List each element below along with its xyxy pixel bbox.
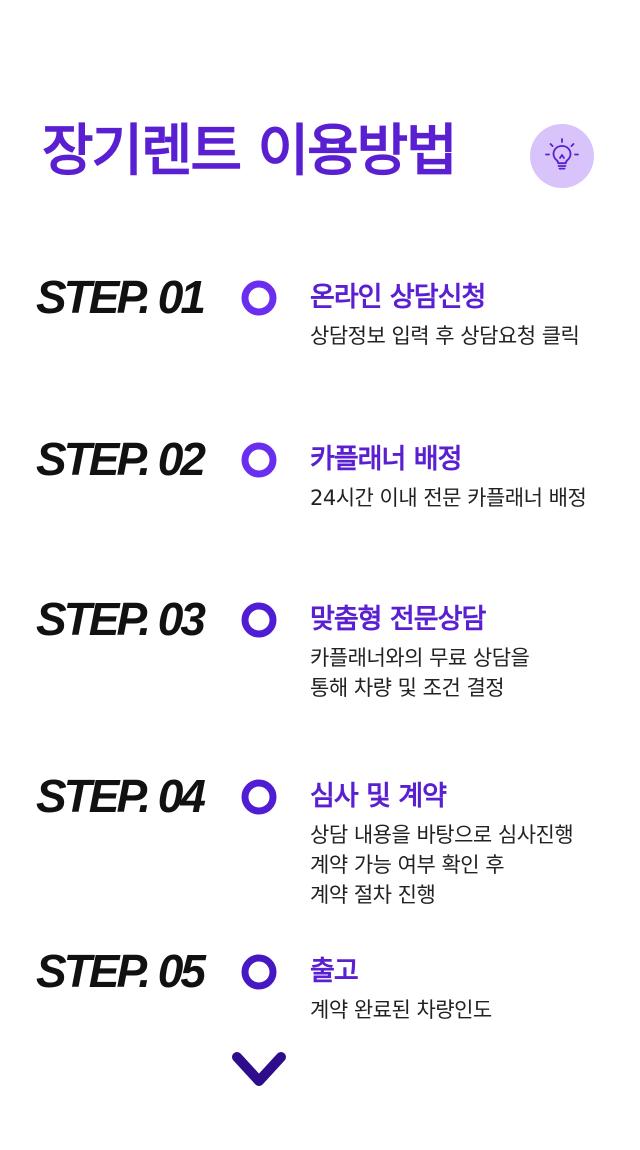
timeline-node [241, 779, 277, 815]
step-description-line: 카플래너와의 무료 상담을 [310, 646, 530, 670]
step-title: 맞춤형 전문상담 [310, 604, 486, 635]
step-description-line: 계약 가능 여부 확인 후 [310, 853, 505, 877]
timeline-node [241, 442, 277, 478]
step-title: 출고 [310, 956, 359, 987]
step-description-line: 계약 절차 진행 [310, 883, 436, 907]
step-label: STEP. 04 [36, 770, 206, 822]
step-description: 상담정보 입력 후 상담요청 클릭 [310, 321, 580, 351]
lightbulb-icon [545, 138, 579, 170]
step-description-line: 통해 차량 및 조건 결정 [310, 676, 505, 700]
step-title: 온라인 상담신청 [310, 282, 486, 313]
step-description: 24시간 이내 전문 카플래너 배정 [310, 483, 587, 513]
lightbulb-badge [530, 124, 594, 188]
timeline-node [241, 280, 277, 316]
timeline-node [241, 602, 277, 638]
timeline-node [241, 954, 277, 990]
step-description-line: 상담정보 입력 후 상담요청 클릭 [310, 324, 580, 348]
step-title: 카플래너 배정 [310, 444, 462, 475]
step-label: STEP. 05 [36, 945, 206, 997]
step-description: 계약 완료된 차량인도 [310, 995, 492, 1025]
step-description-line: 상담 내용을 바탕으로 심사진행 [310, 823, 574, 847]
step-title: 심사 및 계약 [310, 781, 447, 812]
step-description-line: 24시간 이내 전문 카플래너 배정 [310, 486, 587, 510]
step-label: STEP. 01 [36, 271, 206, 323]
step-label: STEP. 02 [36, 433, 206, 485]
step-description-line: 계약 완료된 차량인도 [310, 998, 492, 1022]
page-title: 장기렌트 이용방법 [42, 119, 458, 184]
step-label: STEP. 03 [36, 593, 206, 645]
arrow-down-icon [232, 1052, 286, 1086]
